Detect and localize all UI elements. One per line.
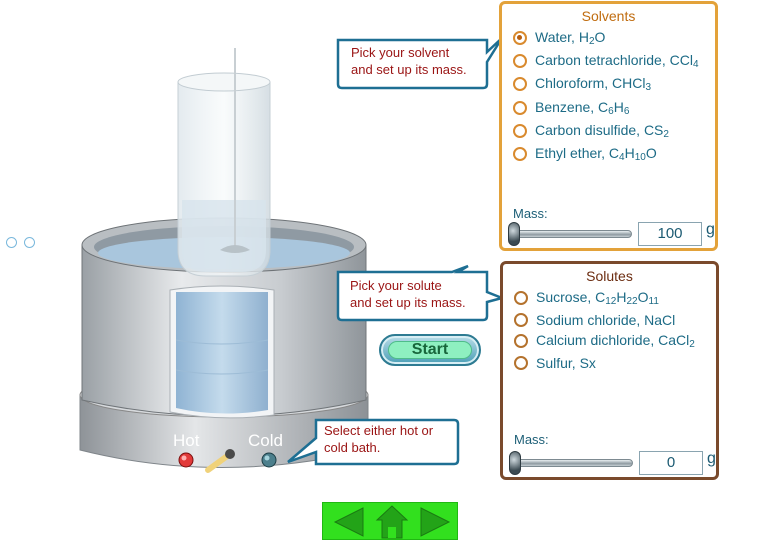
home-icon[interactable]	[375, 503, 409, 540]
forward-arrow-icon[interactable]	[419, 503, 453, 540]
navigation-bar	[322, 502, 458, 540]
solvent-mass-slider[interactable]	[512, 230, 632, 238]
solute-option[interactable]: Sucrose, C12H22O11	[514, 288, 659, 308]
hot-bath-button[interactable]	[178, 452, 198, 472]
solvent-option-label: Carbon disulfide, CS2	[535, 121, 669, 140]
solute-option-label: Sulfur, Sx	[536, 355, 596, 372]
solvent-option[interactable]: Water, H2O	[513, 28, 605, 48]
solvent-option[interactable]: Chloroform, CHCl3	[513, 74, 651, 94]
page-indicator-dot-1[interactable]	[6, 237, 17, 248]
solute-mass-unit: g	[707, 450, 716, 467]
callout-solvent-line-1: Pick your solvent	[351, 45, 450, 60]
callout-solute-line-1: Pick your solute	[350, 278, 442, 293]
solute-mass-label: Mass:	[514, 432, 549, 447]
solvent-radio-button[interactable]	[513, 77, 527, 92]
start-button-label: Start	[411, 341, 449, 358]
callout-bath-bubble	[287, 418, 460, 466]
solute-radio-button[interactable]	[514, 312, 528, 327]
back-arrow-icon[interactable]	[331, 503, 365, 540]
callout-solvent-bubble	[336, 37, 504, 90]
solvent-option[interactable]: Ethyl ether, C4H10O	[513, 144, 657, 164]
solutes-title: Solutes	[586, 268, 633, 284]
solvent-option-label: Chloroform, CHCl3	[535, 75, 652, 94]
solute-radio-button[interactable]	[514, 334, 528, 349]
solvent-option[interactable]: Carbon disulfide, CS2	[513, 121, 669, 141]
solvent-option-label: Benzene, C6H6	[535, 98, 630, 117]
cold-bath-button[interactable]	[261, 452, 281, 472]
solute-mass-input[interactable]: 0	[639, 451, 703, 475]
water-bath-apparatus	[79, 48, 369, 473]
solvent-mass-input[interactable]: 100	[638, 222, 702, 246]
solute-option[interactable]: Calcium dichloride, CaCl2	[514, 331, 695, 351]
solvent-radio-button[interactable]	[513, 31, 527, 45]
solvent-option-label: Ethyl ether, C4H10O	[535, 145, 657, 163]
solvent-mass-unit: g	[706, 221, 715, 238]
solute-radio-button[interactable]	[514, 291, 528, 305]
callout-solvent-line-2: and set up its mass.	[351, 62, 467, 77]
callout-solute: Pick your solute and set up its mass.	[336, 272, 488, 320]
cold-label: Cold	[248, 431, 283, 450]
solvent-radio-button[interactable]	[513, 100, 527, 115]
solute-option-label: Sucrose, C12H22O11	[536, 289, 659, 307]
solvent-radio-button[interactable]	[513, 54, 527, 69]
solute-option[interactable]: Sulfur, Sx	[514, 353, 596, 373]
page-indicator-dot-2[interactable]	[24, 237, 35, 248]
solvents-panel: Solvents Water, H2O Carbon tetrachloride,…	[499, 1, 718, 251]
bath-toggle-switch[interactable]	[203, 448, 235, 474]
solute-mass-slider-knob[interactable]	[509, 451, 521, 475]
callout-solute-line-2: and set up its mass.	[350, 295, 466, 310]
solvent-radio-button[interactable]	[513, 123, 527, 138]
start-button-face	[388, 341, 472, 359]
solvent-mass-label: Mass:	[513, 206, 548, 221]
solute-mass-slider[interactable]	[513, 459, 633, 467]
start-button[interactable]: Start	[379, 334, 481, 366]
solvent-radio-button[interactable]	[513, 147, 527, 161]
callout-bath-line-1: Select either hot or	[324, 423, 434, 438]
callout-bath-line-2: cold bath.	[324, 440, 381, 455]
callout-bath: Select either hot or cold bath.	[316, 418, 458, 464]
solvents-title: Solvents	[581, 8, 636, 24]
solute-option[interactable]: Sodium chloride, NaCl	[514, 310, 675, 330]
solvent-option-label: Carbon tetrachloride, CCl4	[535, 52, 699, 71]
solute-option-label: Sodium chloride, NaCl	[536, 311, 676, 328]
solute-radio-button[interactable]	[514, 356, 528, 371]
solvent-option-label: Water, H2O	[535, 29, 606, 47]
callout-solvent: Pick your solvent and set up its mass.	[337, 40, 489, 86]
solvent-option[interactable]: Carbon tetrachloride, CCl4	[513, 51, 699, 71]
solvent-option[interactable]: Benzene, C6H6	[513, 98, 629, 118]
solvent-mass-slider-knob[interactable]	[508, 222, 520, 246]
solute-option-label: Calcium dichloride, CaCl2	[536, 332, 695, 351]
callout-solute-bubble	[336, 264, 506, 322]
hot-label: Hot	[173, 431, 200, 450]
